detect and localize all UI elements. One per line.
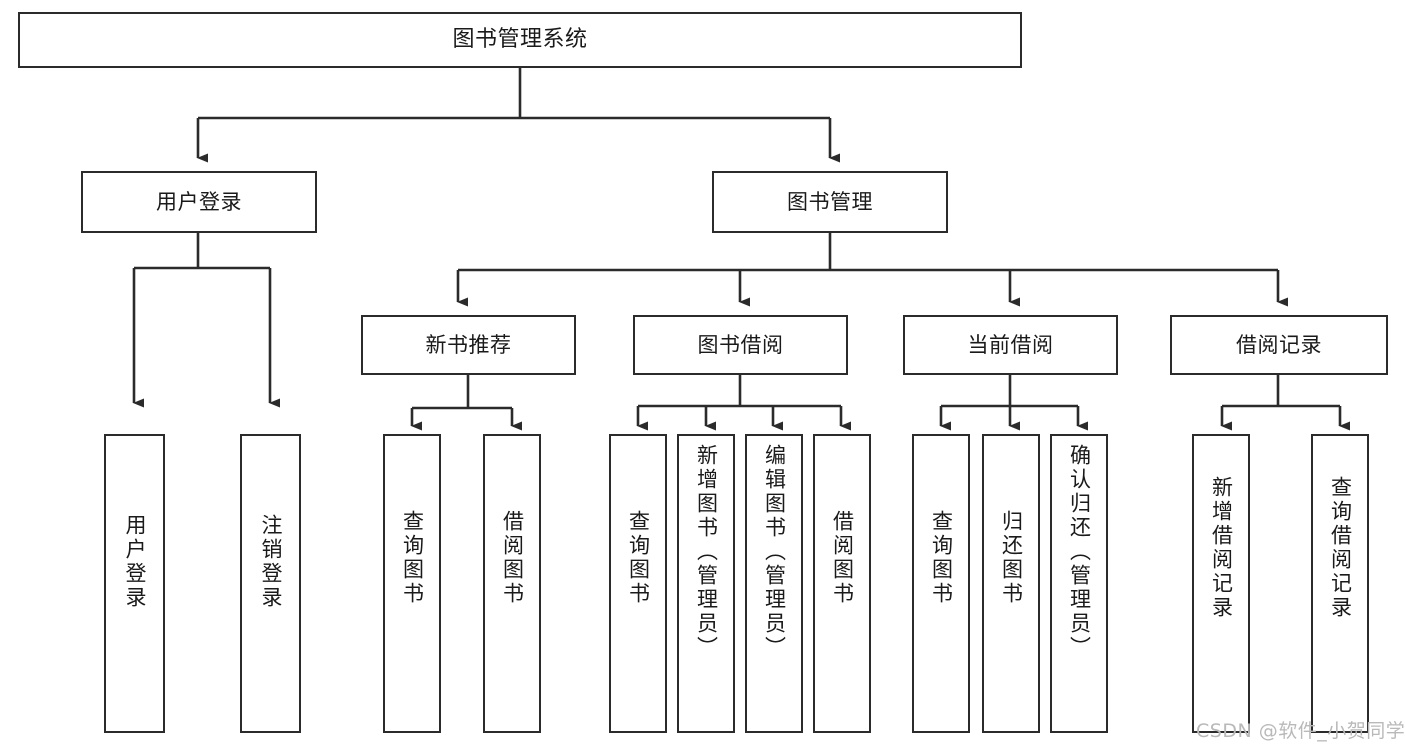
node-label: 新增图书（管理员） <box>694 444 719 660</box>
leaf-query-book-new-rec[interactable]: 查询图书 <box>383 434 441 733</box>
node-label: 借阅记录 <box>1236 332 1322 357</box>
node-current-borrow[interactable]: 当前借阅 <box>903 315 1118 375</box>
leaf-query-book-borrow[interactable]: 查询图书 <box>609 434 667 733</box>
node-label: 用户登录 <box>123 514 147 610</box>
leaf-logout[interactable]: 注销登录 <box>240 434 301 733</box>
leaf-borrow-book-new-rec[interactable]: 借阅图书 <box>483 434 541 733</box>
csdn-watermark: CSDN @软件_小贺同学 <box>1196 720 1405 742</box>
node-book-management[interactable]: 图书管理 <box>712 171 948 233</box>
node-label: 借阅图书 <box>830 510 855 606</box>
node-label: 归还图书 <box>999 510 1024 606</box>
node-label: 查询借阅记录 <box>1328 476 1353 620</box>
leaf-user-login[interactable]: 用户登录 <box>104 434 165 733</box>
leaf-borrow-book-borrow[interactable]: 借阅图书 <box>813 434 871 733</box>
leaf-return-book[interactable]: 归还图书 <box>982 434 1040 733</box>
node-label: 注销登录 <box>259 514 283 610</box>
node-label: 查询图书 <box>626 510 651 606</box>
node-label: 新书推荐 <box>425 332 512 357</box>
node-label: 查询图书 <box>400 510 425 606</box>
node-root-book-management-system[interactable]: 图书管理系统 <box>18 12 1022 68</box>
node-user-login[interactable]: 用户登录 <box>81 171 317 233</box>
node-borrow-record[interactable]: 借阅记录 <box>1170 315 1388 375</box>
node-label: 图书借阅 <box>697 332 784 357</box>
node-label: 图书管理系统 <box>452 27 588 53</box>
node-label: 编辑图书（管理员） <box>762 444 787 660</box>
node-label: 借阅图书 <box>500 510 525 606</box>
leaf-query-borrow-record[interactable]: 查询借阅记录 <box>1311 434 1369 733</box>
node-label: 新增借阅记录 <box>1209 476 1234 620</box>
node-label: 用户登录 <box>156 189 242 214</box>
node-book-borrow[interactable]: 图书借阅 <box>633 315 848 375</box>
leaf-add-book-admin[interactable]: 新增图书（管理员） <box>677 434 735 733</box>
leaf-query-book-current[interactable]: 查询图书 <box>912 434 970 733</box>
leaf-edit-book-admin[interactable]: 编辑图书（管理员） <box>745 434 803 733</box>
node-label: 图书管理 <box>787 189 873 214</box>
leaf-confirm-return-admin[interactable]: 确认归还（管理员） <box>1050 434 1108 733</box>
node-label: 查询图书 <box>929 510 954 606</box>
node-label: 当前借阅 <box>967 332 1054 357</box>
node-label: 确认归还（管理员） <box>1067 444 1092 660</box>
leaf-add-borrow-record[interactable]: 新增借阅记录 <box>1192 434 1250 733</box>
node-new-book-recommendation[interactable]: 新书推荐 <box>361 315 576 375</box>
